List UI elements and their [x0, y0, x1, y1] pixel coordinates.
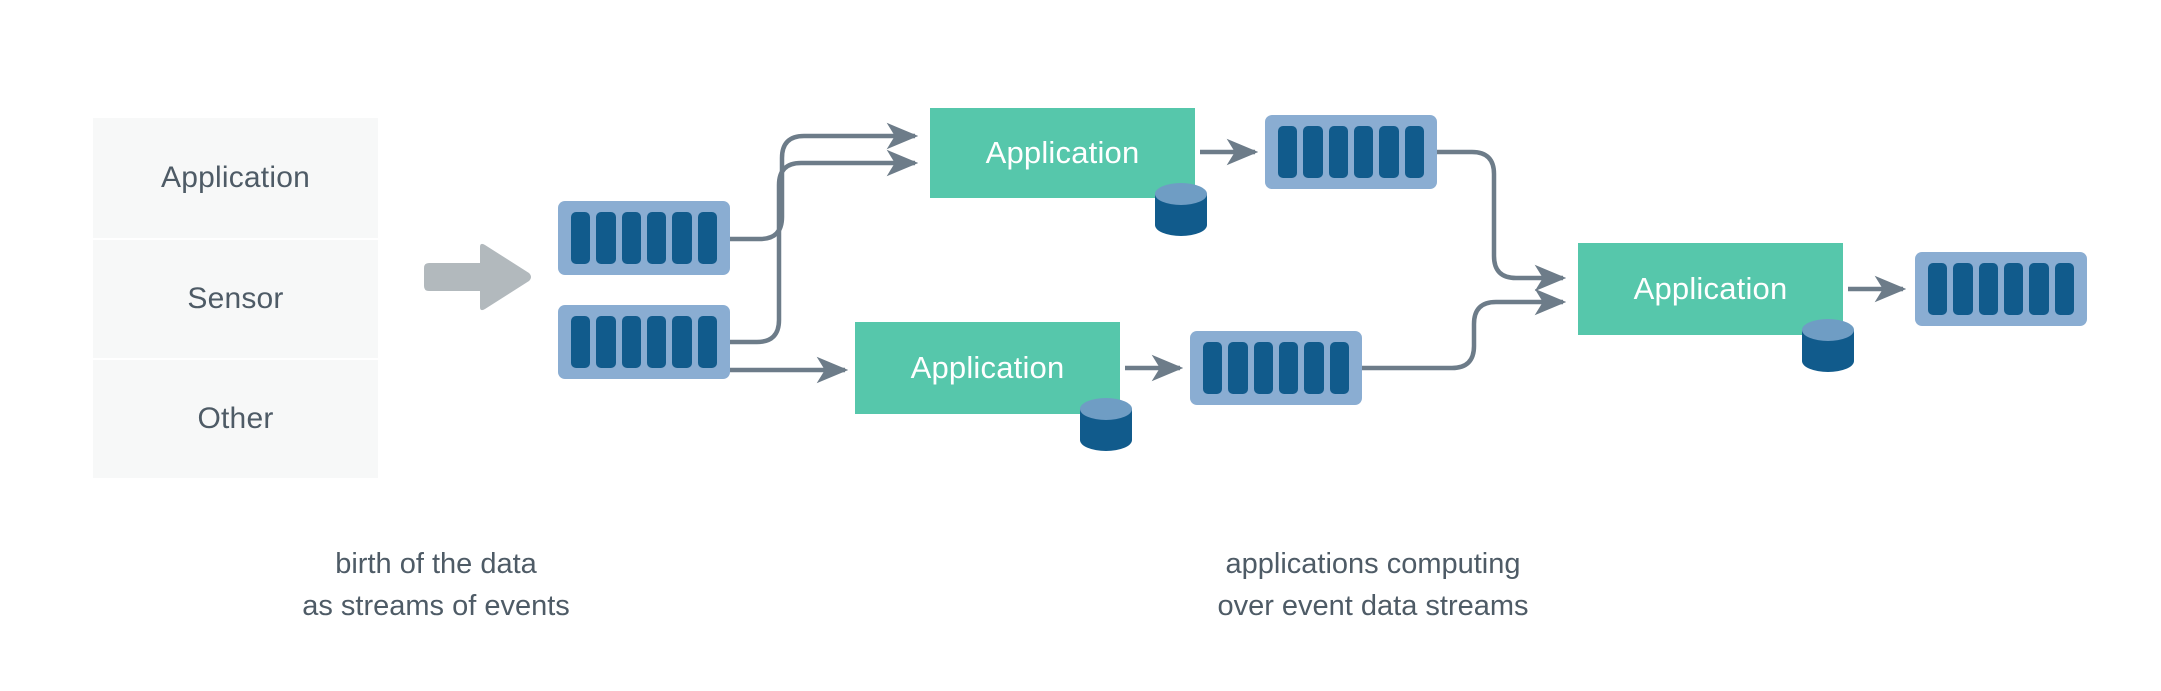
stream-bar: [1379, 126, 1399, 178]
wire-stream2-to-application1: [730, 149, 919, 345]
source-box-other: Other: [93, 360, 378, 478]
stream-bar: [596, 316, 616, 368]
stream-bar: [596, 212, 616, 264]
source-label: Application: [161, 161, 310, 194]
stream-bar: [1203, 342, 1223, 394]
stream-bar: [621, 316, 641, 368]
stream-bar: [1303, 126, 1323, 178]
stream-bar: [571, 316, 591, 368]
source-label: Sensor: [187, 282, 284, 315]
stream-bar: [672, 212, 692, 264]
wire-stream4-to-application3: [1362, 288, 1567, 371]
stream-bar: [1953, 263, 1973, 315]
stream-bar: [1253, 342, 1273, 394]
stream-bar: [646, 212, 667, 264]
stream-bar: [2054, 263, 2074, 315]
stream-bar: [1278, 126, 1298, 178]
stream-bar: [1353, 126, 1374, 178]
database-cylinder-icon-1: [1155, 183, 1207, 236]
application-label: Application: [985, 135, 1140, 170]
source-box-sensor: Sensor: [93, 240, 378, 358]
stream-bar: [672, 316, 692, 368]
event-stream-3: [1265, 115, 1437, 189]
source-box-application: Application: [93, 118, 378, 238]
ingest-arrow-icon: [424, 243, 531, 311]
event-stream-4: [1190, 331, 1362, 405]
stream-bar: [1278, 342, 1299, 394]
caption-left: birth of the data as streams of events: [302, 548, 570, 623]
stream-bar: [697, 212, 717, 264]
stream-bar: [1978, 263, 1998, 315]
application-box-3: Application: [1578, 243, 1843, 335]
stream-bar: [2029, 263, 2049, 315]
source-label: Other: [197, 402, 274, 435]
database-cylinder-icon-3: [1802, 319, 1854, 372]
stream-bar: [1304, 342, 1324, 394]
stream-bar: [697, 316, 717, 368]
stream-bar: [646, 316, 667, 368]
stream-bar: [1404, 126, 1424, 178]
application-label: Application: [1633, 271, 1788, 306]
stream-bar: [571, 212, 591, 264]
event-stream-5: [1915, 252, 2087, 326]
application-box-1: Application: [930, 108, 1195, 198]
stream-bar: [1928, 263, 1948, 315]
stream-bar: [1329, 342, 1349, 394]
stream-bar: [621, 212, 641, 264]
event-stream-2: [558, 305, 730, 379]
wire-stream1-to-application1: [730, 122, 919, 242]
event-stream-1: [558, 201, 730, 275]
stream-bar: [1228, 342, 1248, 394]
database-cylinder-icon-2: [1080, 398, 1132, 451]
application-label: Application: [910, 350, 1065, 385]
application-box-2: Application: [855, 322, 1120, 414]
caption-right: applications computing over event data s…: [1217, 548, 1529, 623]
wire-stream3-to-application3: [1437, 149, 1567, 292]
stream-bar: [2003, 263, 2024, 315]
stream-bar: [1328, 126, 1348, 178]
